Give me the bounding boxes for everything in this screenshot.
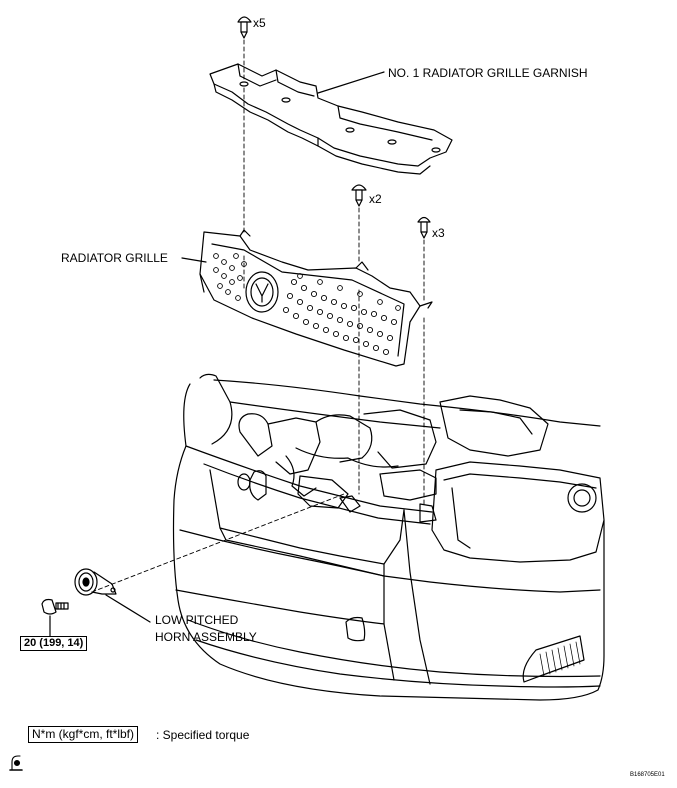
label-radiator-grille-garnish: NO. 1 RADIATOR GRILLE GARNISH	[388, 66, 588, 80]
clip-quantity-middle: x2	[369, 192, 382, 206]
legend-description: : Specified torque	[156, 728, 250, 742]
leader-grille	[181, 257, 207, 263]
leader-garnish	[317, 71, 385, 94]
clip-quantity-right: x3	[432, 226, 445, 240]
legend-unit-box: N*m (kgf*cm, ft*lbf)	[28, 726, 139, 743]
clip-icon-right	[417, 216, 431, 239]
vehicle-front-body	[172, 373, 605, 701]
torque-symbol-icon	[9, 755, 23, 771]
leader-horn	[105, 594, 151, 623]
clip-icon-top	[237, 16, 252, 39]
figure-id: B168705E01	[630, 772, 665, 778]
alignment-lines	[91, 39, 425, 593]
label-radiator-grille: RADIATOR GRILLE	[61, 251, 168, 265]
label-horn-line1: LOW PITCHED	[155, 613, 239, 627]
grille-garnish-part	[209, 63, 453, 175]
label-horn-line2: HORN ASSEMBLY	[155, 630, 257, 644]
horn-assembly-part	[74, 568, 117, 596]
torque-spec: 20 (199, 14)	[20, 636, 88, 651]
radiator-grille-part	[199, 229, 433, 367]
clip-quantity-top: x5	[253, 16, 266, 30]
bolt-icon	[41, 598, 69, 615]
clip-icon-middle	[351, 184, 367, 207]
